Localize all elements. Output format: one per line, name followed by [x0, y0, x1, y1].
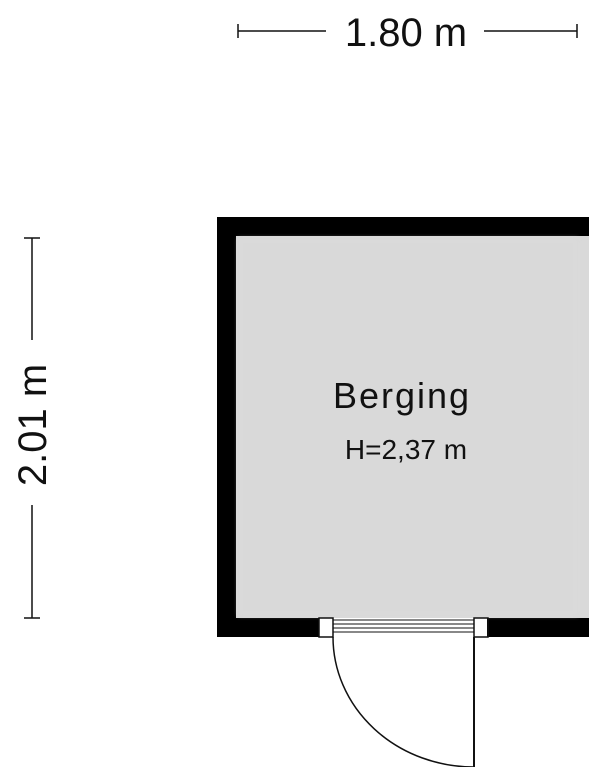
width-dimension: 1.80 m [237, 11, 578, 55]
depth-dimension-label: 2.01 m [11, 364, 55, 486]
door [318, 617, 489, 767]
room-name: Berging [333, 375, 471, 416]
width-dimension-label: 1.80 m [345, 11, 467, 55]
room-walls [217, 217, 589, 637]
room-height: H=2,37 m [345, 434, 467, 465]
depth-dimension: 2.01 m [11, 237, 55, 619]
